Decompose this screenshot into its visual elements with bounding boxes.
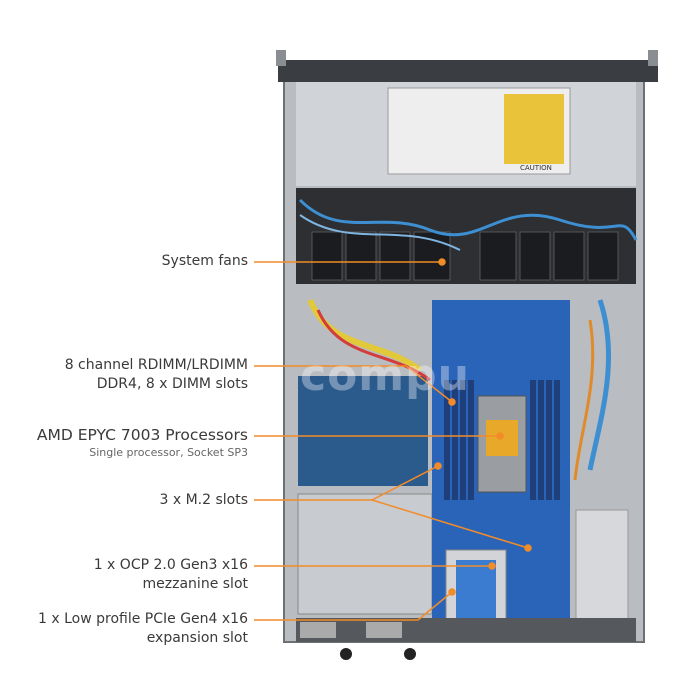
fan-8	[587, 231, 619, 281]
watermark: compu	[300, 350, 470, 401]
ocp-label-line1: 1 x OCP 2.0 Gen3 x16	[93, 557, 248, 573]
caution-text: CAUTION	[520, 164, 552, 172]
cpu-label: AMD EPYC 7003 Processors	[36, 426, 248, 444]
callout-cpu: AMD EPYC 7003 Processors Single processo…	[37, 425, 248, 461]
dimm-label-line2: DDR4, 8 x DIMM slots	[96, 376, 248, 392]
dimm-label-line1: 8 channel RDIMM/LRDIMM	[64, 357, 248, 373]
fan-1	[311, 231, 343, 281]
psu-board	[298, 376, 428, 486]
system-fans-label: System fans	[161, 253, 248, 269]
fan-7	[553, 231, 585, 281]
fan-2	[345, 231, 377, 281]
fan-5	[479, 231, 517, 281]
dimm-slots	[444, 380, 560, 500]
callout-ocp: 1 x OCP 2.0 Gen3 x16 mezzanine slot	[94, 556, 248, 594]
m2-label: 3 x M.2 slots	[159, 492, 248, 508]
ocp-label-line2: mezzanine slot	[142, 576, 248, 592]
callout-system-fans: System fans	[162, 252, 248, 271]
callout-m2: 3 x M.2 slots	[159, 491, 248, 510]
fan-6	[519, 231, 551, 281]
pcie-label-line2: expansion slot	[146, 630, 248, 646]
callout-dimm: 8 channel RDIMM/LRDIMM DDR4, 8 x DIMM sl…	[65, 356, 248, 394]
front-bezel	[278, 60, 658, 82]
callout-pcie: 1 x Low profile PCIe Gen4 x16 expansion …	[38, 610, 248, 648]
callout-lines	[254, 258, 532, 621]
power-supply	[297, 493, 433, 615]
rear-io	[296, 618, 636, 642]
cpu-sublabel: Single processor, Socket SP3	[89, 446, 248, 459]
pcie-label-line1: 1 x Low profile PCIe Gen4 x16	[38, 611, 248, 627]
fan-3	[379, 231, 411, 281]
system-fans	[311, 231, 619, 281]
